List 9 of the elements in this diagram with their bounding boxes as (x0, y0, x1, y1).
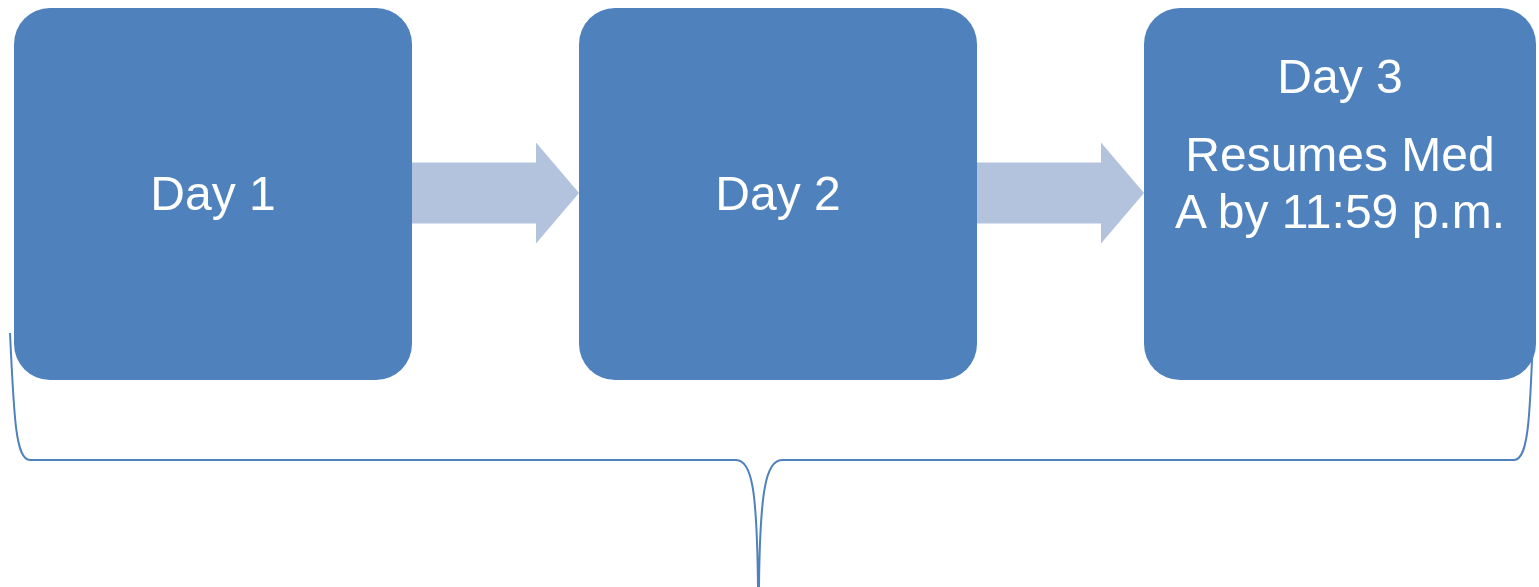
process-box (14, 8, 412, 380)
block-arrow (977, 142, 1144, 244)
box-title: Day 1 (150, 166, 276, 223)
box-text: Resumes Med A by 11:59 p.m. (1174, 126, 1506, 241)
process-box (579, 8, 977, 380)
process-box (1144, 8, 1536, 380)
box-title: Day 3 (1277, 49, 1403, 105)
box-title: Day 2 (715, 166, 841, 223)
block-arrow (412, 142, 579, 244)
